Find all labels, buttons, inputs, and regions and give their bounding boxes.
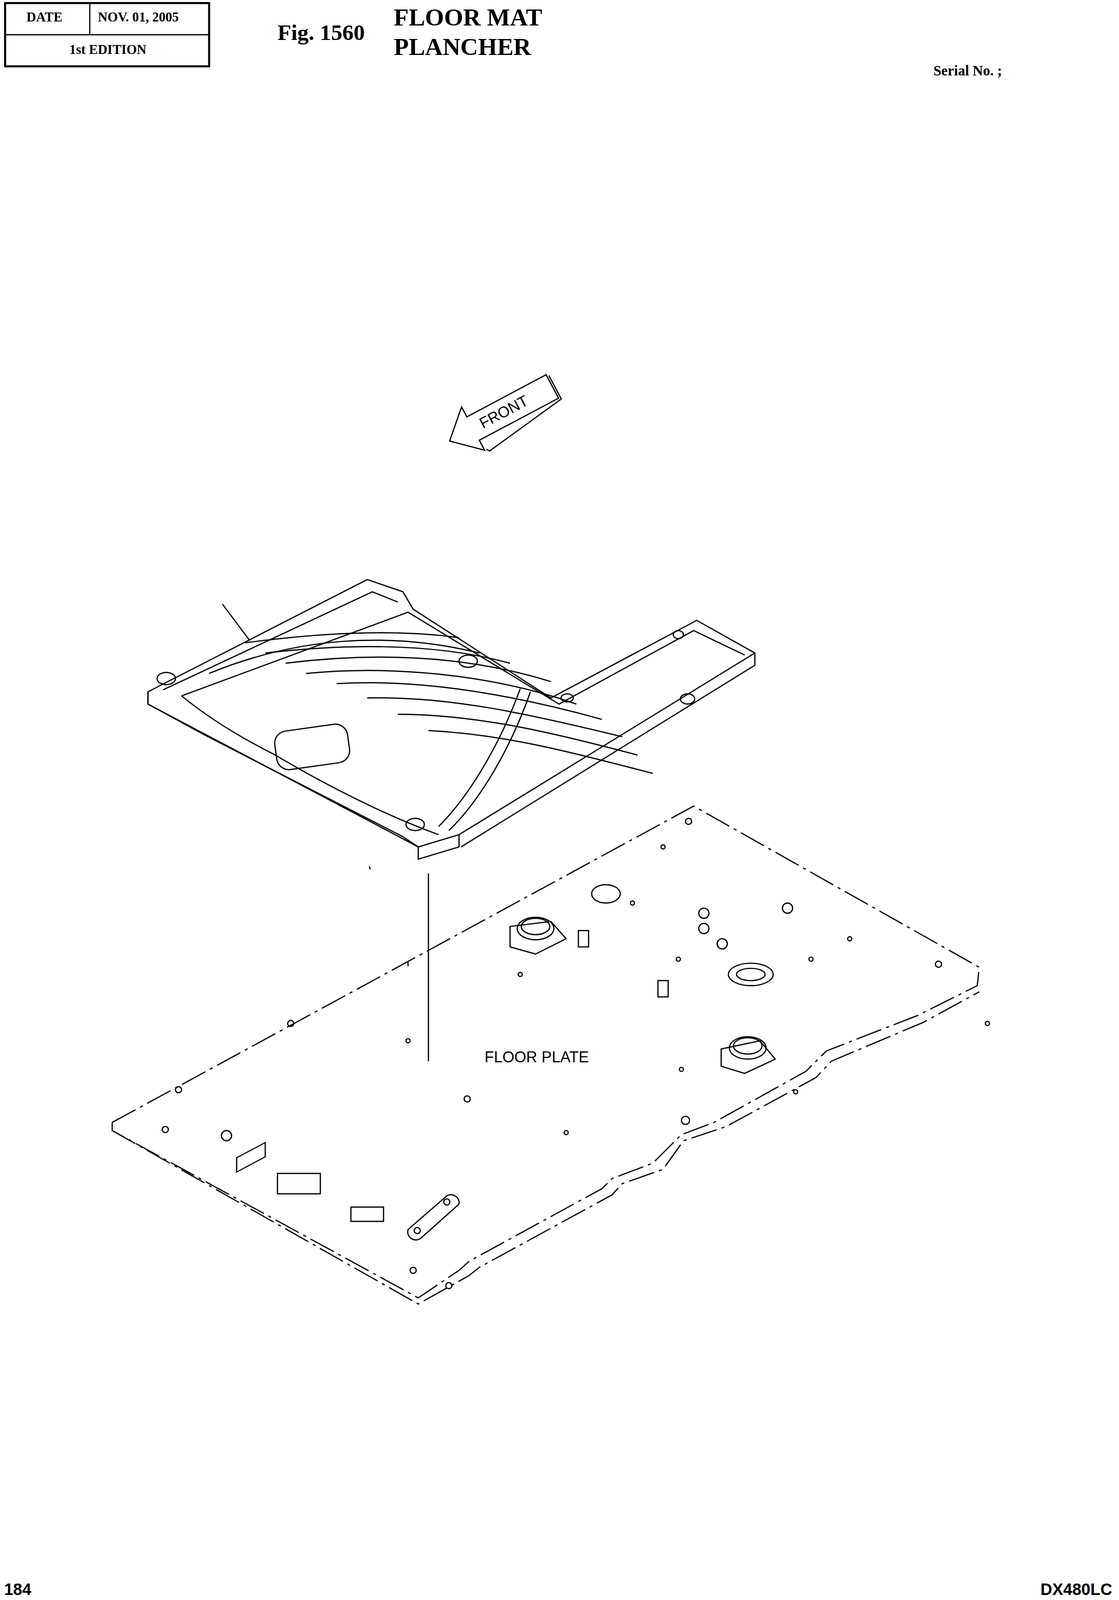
floor-mat xyxy=(147,579,755,860)
part-label: FLOOR PLATE xyxy=(484,1048,589,1066)
header-cell: 1st EDITION xyxy=(69,42,147,58)
floor-plate xyxy=(112,805,990,1304)
model-name: DX480LC xyxy=(1040,1580,1113,1599)
figure-number: Fig. 1560 xyxy=(277,20,365,45)
serial-note: Serial No. ; xyxy=(933,63,1002,79)
page-number: 184 xyxy=(3,1580,32,1599)
header-cell: NOV. 01, 2005 xyxy=(97,9,179,25)
header-cell: DATE xyxy=(26,9,63,25)
figure-title: FLOOR MAT PLANCHER xyxy=(393,2,572,62)
